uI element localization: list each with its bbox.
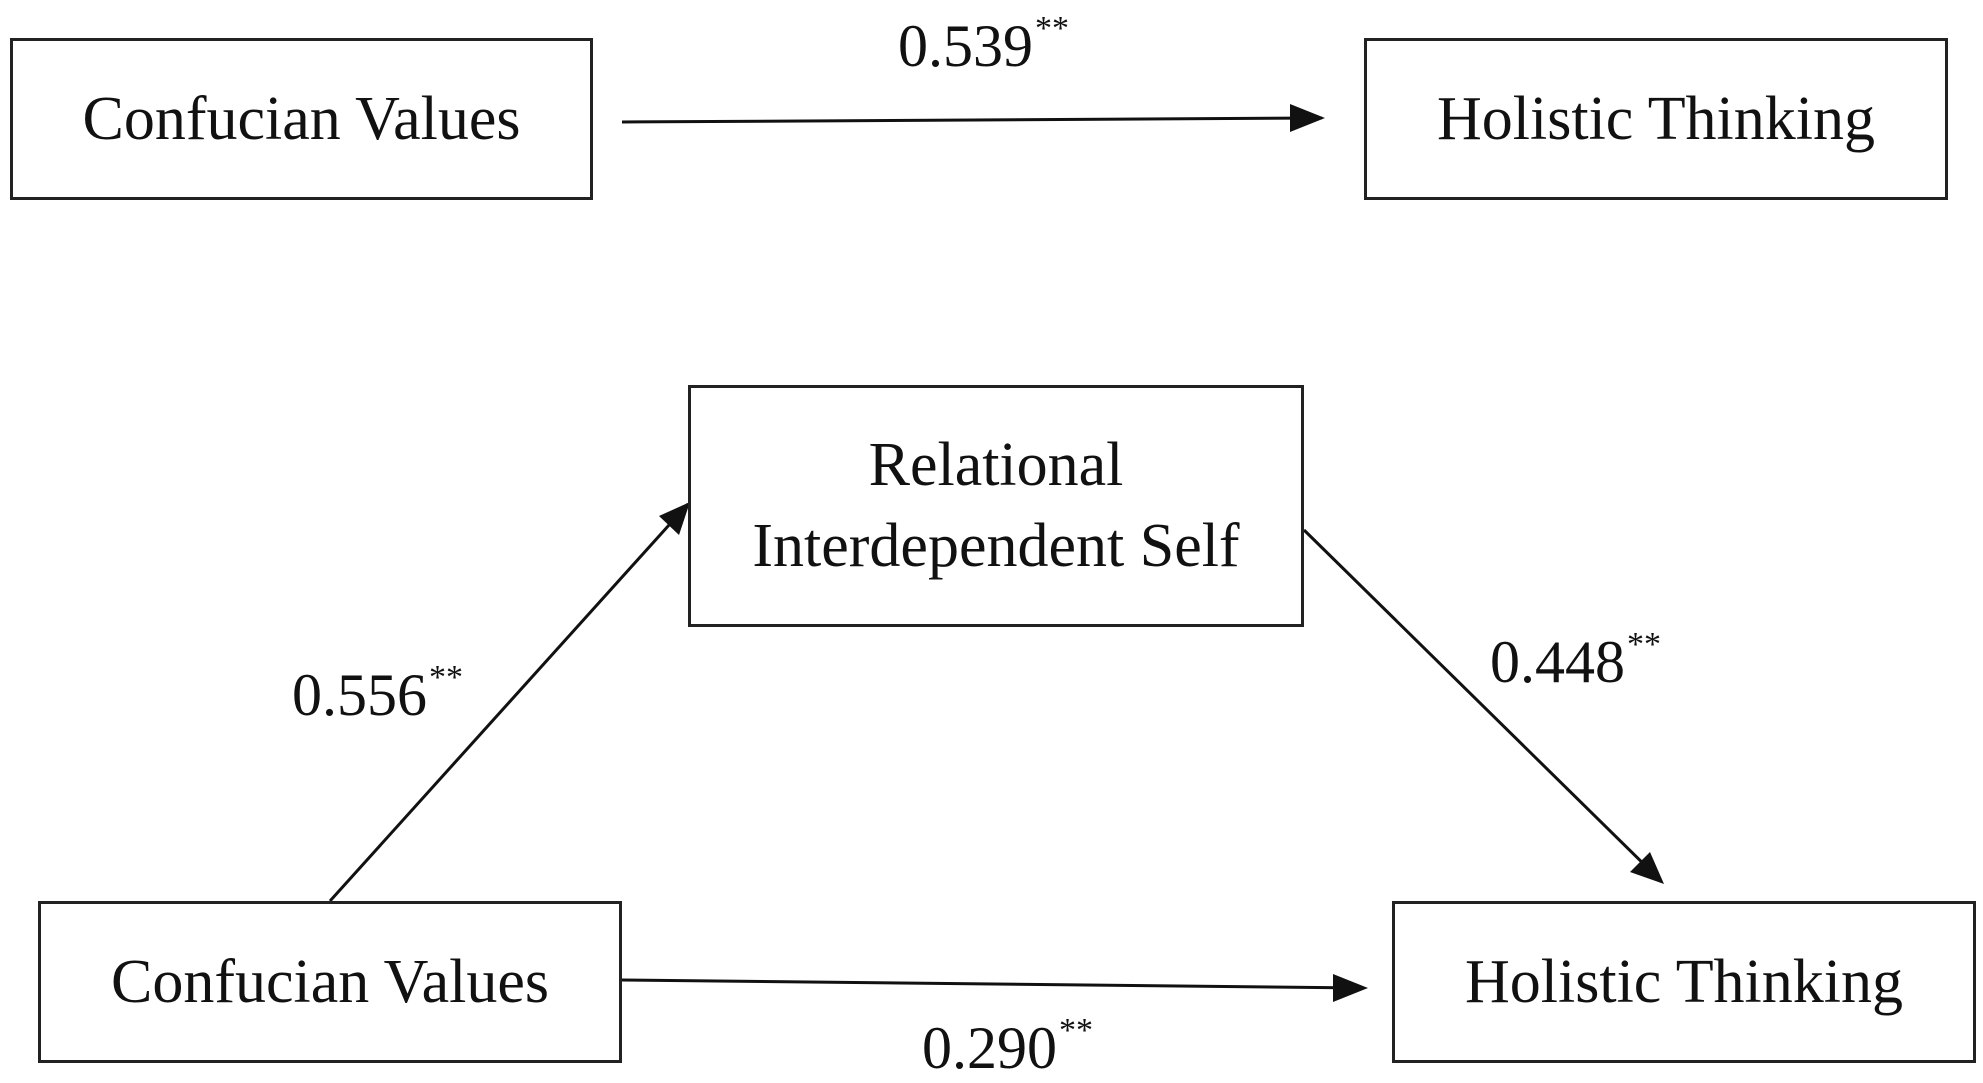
- path-c-prime-arrowhead: [1333, 974, 1368, 1002]
- total-outcome-box: Holistic Thinking: [1364, 38, 1948, 200]
- path-b-significance: **: [1627, 626, 1661, 663]
- mediation-outcome-label: Holistic Thinking: [1464, 947, 1904, 1016]
- mediator-box: Relational Interdependent Self: [688, 385, 1304, 627]
- total-effect-significance: **: [1035, 10, 1069, 47]
- path-a-arrowhead: [659, 502, 690, 535]
- path-b-value: 0.448: [1490, 629, 1625, 695]
- path-b-coefficient: 0.448**: [1490, 628, 1661, 695]
- total-effect-value: 0.539: [898, 13, 1033, 79]
- path-a-significance: **: [429, 659, 463, 696]
- path-c-prime-significance: **: [1059, 1012, 1093, 1049]
- total-outcome-label: Holistic Thinking: [1436, 84, 1876, 153]
- total-predictor-box: Confucian Values: [10, 38, 593, 200]
- total-effect-arrowhead: [1290, 104, 1325, 132]
- mediator-label-line2: Interdependent Self: [752, 512, 1240, 580]
- total-effect-coefficient: 0.539**: [898, 12, 1069, 79]
- path-c-prime-value: 0.290: [922, 1015, 1057, 1081]
- path-b-arrow: [1302, 528, 1662, 882]
- path-a-arrow: [328, 502, 690, 903]
- total-effect-arrow: [621, 116, 1323, 124]
- path-b-arrowhead: [1630, 852, 1664, 884]
- path-c-prime-arrow: [621, 978, 1365, 990]
- path-a-coefficient: 0.556**: [292, 661, 463, 728]
- mediation-predictor-box: Confucian Values: [38, 901, 622, 1063]
- mediation-outcome-box: Holistic Thinking: [1392, 901, 1976, 1063]
- mediation-predictor-label: Confucian Values: [111, 947, 549, 1016]
- path-c-prime-coefficient: 0.290**: [922, 1014, 1093, 1081]
- mediator-label-line1: Relational: [868, 431, 1124, 500]
- total-predictor-label: Confucian Values: [82, 84, 521, 153]
- path-a-value: 0.556: [292, 662, 427, 728]
